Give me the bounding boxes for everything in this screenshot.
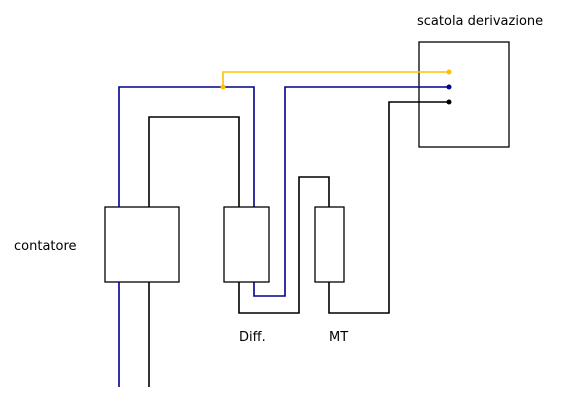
phase-terminal-dot: [446, 99, 452, 105]
differential-switch: [223, 206, 270, 283]
circuit-breaker: [314, 206, 345, 283]
meter-box: [104, 206, 180, 283]
differential-label: Diff.: [239, 330, 266, 345]
neutral-wire-in: [118, 86, 449, 297]
junction-box: [418, 41, 510, 148]
earth-terminal-dot: [446, 69, 452, 75]
earth-wire: [222, 71, 449, 87]
meter-label: contatore: [14, 239, 77, 254]
phase-wire-in: [148, 101, 449, 314]
junction-box-label: scatola derivazione: [417, 14, 543, 29]
neutral-terminal-dot: [446, 84, 452, 90]
breaker-label: MT: [329, 330, 348, 345]
earth-junction-dot: [220, 84, 226, 90]
